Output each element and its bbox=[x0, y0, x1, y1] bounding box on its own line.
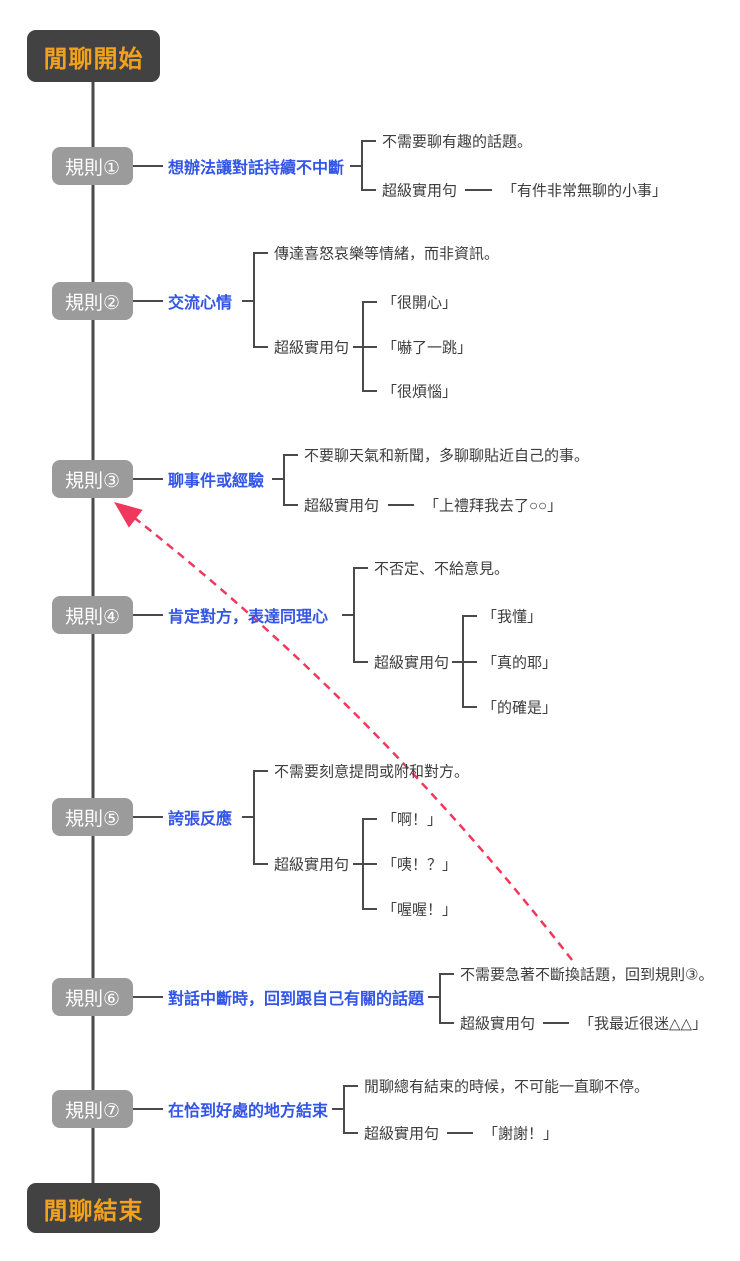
rule2-phrase: 「很煩惱」 bbox=[382, 383, 458, 401]
rule1-node: 規則① bbox=[52, 147, 133, 185]
rule2-connectors bbox=[133, 252, 377, 392]
return-to-rule3-arrow bbox=[114, 501, 573, 961]
rule7-label: 在恰到好處的地方結束 bbox=[168, 1103, 329, 1120]
rule4-phrase: 「的確是」 bbox=[482, 699, 558, 717]
phrase-label: 超級實用句 bbox=[374, 654, 450, 672]
rule4-node: 規則④ bbox=[52, 596, 133, 634]
rule2-phrase: 「很開心」 bbox=[382, 294, 458, 312]
rule3-note: 不要聊天氣和新聞，多聊聊貼近自己的事。 bbox=[304, 447, 590, 465]
rule3-label: 聊事件或經驗 bbox=[168, 473, 265, 490]
rule5-phrase: 「喔喔！」 bbox=[382, 901, 458, 919]
rule2-phrase: 「嚇了一跳」 bbox=[382, 339, 473, 357]
rule3-phrase: 「上禮拜我去了○○」 bbox=[424, 497, 563, 515]
phrase-label: 超級實用句 bbox=[274, 339, 350, 357]
rule7-phrase: 「謝謝！」 bbox=[483, 1125, 559, 1143]
rule6-connectors bbox=[133, 973, 569, 1024]
rule2-label: 交流心情 bbox=[168, 295, 233, 312]
rule6-label: 對話中斷時，回到跟自己有關的話題 bbox=[168, 991, 425, 1008]
rule7-connectors bbox=[133, 1085, 473, 1134]
rule7-node: 規則⑦ bbox=[52, 1090, 133, 1128]
rule6-node: 規則⑥ bbox=[52, 978, 133, 1016]
rule5-connectors bbox=[133, 770, 377, 910]
rule5-phrase: 「啊！」 bbox=[382, 811, 443, 829]
rule5-phrase: 「咦！？」 bbox=[382, 856, 458, 874]
rule5-node: 規則⑤ bbox=[52, 798, 133, 836]
rule1-phrase: 「有件非常無聊的小事」 bbox=[502, 182, 668, 200]
phrase-label: 超級實用句 bbox=[382, 182, 458, 200]
rule4-note: 不否定、不給意見。 bbox=[374, 560, 510, 578]
rule1-label: 想辦法讓對話持續不中斷 bbox=[168, 160, 345, 177]
rule5-note: 不需要刻意提問或附和對方。 bbox=[274, 763, 470, 781]
rule5-label: 誇張反應 bbox=[168, 811, 233, 828]
rule2-note: 傳達喜怒哀樂等情緒，而非資訊。 bbox=[274, 245, 500, 263]
rule1-connectors bbox=[133, 140, 492, 191]
rule1-note: 不需要聊有趣的話題。 bbox=[382, 133, 533, 151]
phrase-label: 超級實用句 bbox=[274, 856, 350, 874]
rule7-note: 閒聊總有結束的時候，不可能一直聊不停。 bbox=[364, 1078, 650, 1096]
rule2-node: 規則② bbox=[52, 282, 133, 320]
phrase-label: 超級實用句 bbox=[460, 1015, 536, 1033]
rule6-phrase: 「我最近很迷△△」 bbox=[579, 1015, 708, 1033]
phrase-label: 超級實用句 bbox=[364, 1125, 440, 1143]
rule4-connectors bbox=[133, 567, 477, 708]
rule3-node: 規則③ bbox=[52, 460, 133, 498]
rule3-connectors bbox=[133, 454, 414, 506]
rule6-note: 不需要急著不斷換話題，回到規則③。 bbox=[460, 966, 714, 984]
rule4-label: 肯定對方，表達同理心 bbox=[168, 609, 329, 626]
start-node: 閒聊開始 bbox=[27, 30, 160, 82]
phrase-label: 超級實用句 bbox=[304, 497, 380, 515]
end-node: 閒聊結束 bbox=[27, 1183, 160, 1233]
rule4-phrase: 「真的耶」 bbox=[482, 654, 558, 672]
rule4-phrase: 「我懂」 bbox=[482, 608, 543, 626]
